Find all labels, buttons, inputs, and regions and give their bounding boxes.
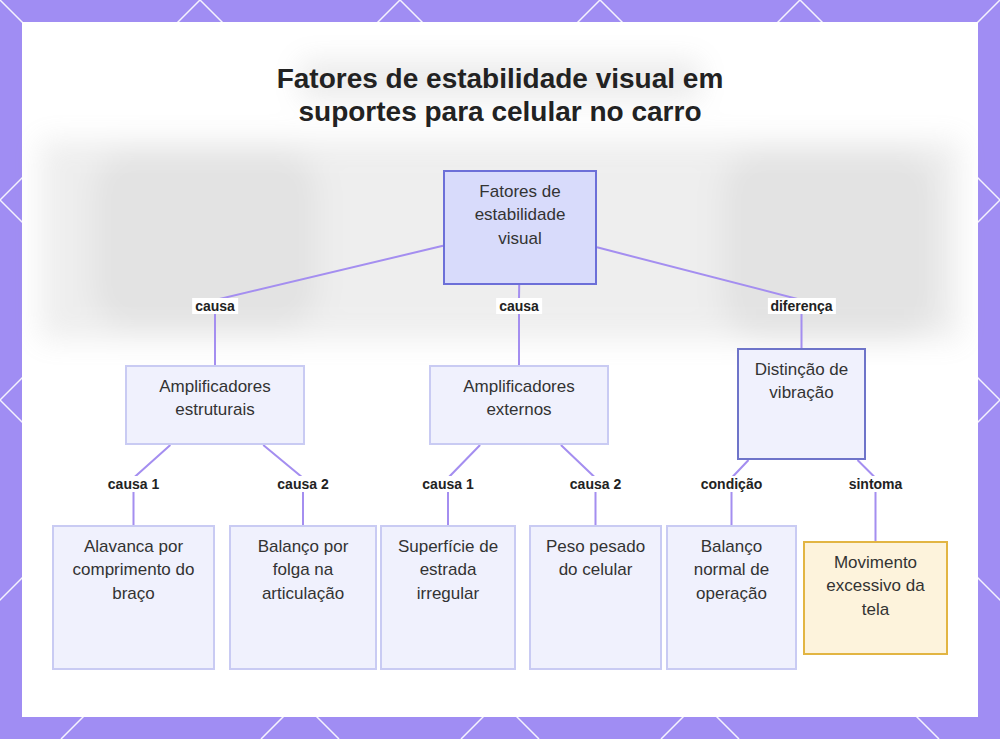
- edge-label: sintoma: [846, 476, 906, 492]
- node-label: Fatores de estabilidade visual: [453, 180, 587, 250]
- edge-label: causa: [192, 298, 238, 314]
- connector: [858, 460, 876, 541]
- leaf-box: Peso pesado do celular: [529, 525, 662, 670]
- leaf-box: Alavanca por comprimento do braço: [52, 525, 215, 670]
- leaf-box: Balanço normal de operação: [666, 525, 797, 670]
- connector: [732, 460, 749, 525]
- edge-label: causa 2: [274, 476, 331, 492]
- node-label: Amplificadores estruturais: [135, 375, 295, 422]
- edge-label: causa: [496, 298, 542, 314]
- edge-label: causa 2: [567, 476, 624, 492]
- edge-label: diferença: [767, 298, 835, 314]
- leaf-box: Balanço por folga na articulação: [229, 525, 377, 670]
- category-box: Amplificadores estruturais: [125, 365, 305, 445]
- leaf-box: Superfície de estrada irregular: [380, 525, 516, 670]
- category-box: Distinção de vibração: [737, 348, 866, 460]
- edge-label: causa 1: [419, 476, 476, 492]
- node-label: Peso pesado do celular: [539, 535, 652, 582]
- diagram-title: Fatores de estabilidade visual em suport…: [215, 62, 785, 128]
- node-label: Superfície de estrada irregular: [390, 535, 506, 605]
- root-box: Fatores de estabilidade visual: [443, 170, 597, 285]
- highlight-box: Movimento excessivo da tela: [803, 541, 948, 655]
- node-label: Amplificadores externos: [439, 375, 599, 422]
- category-box: Amplificadores externos: [429, 365, 609, 445]
- white-panel: [22, 22, 978, 717]
- node-label: Balanço por folga na articulação: [239, 535, 367, 605]
- node-label: Alavanca por comprimento do braço: [62, 535, 205, 605]
- node-label: Distinção de vibração: [747, 358, 856, 405]
- node-label: Balanço normal de operação: [676, 535, 787, 605]
- edge-label: condição: [698, 476, 765, 492]
- node-label: Movimento excessivo da tela: [813, 551, 938, 621]
- edge-label: causa 1: [105, 476, 162, 492]
- faded-photo: [40, 60, 960, 340]
- connector: [518, 285, 520, 365]
- connector: [215, 246, 443, 365]
